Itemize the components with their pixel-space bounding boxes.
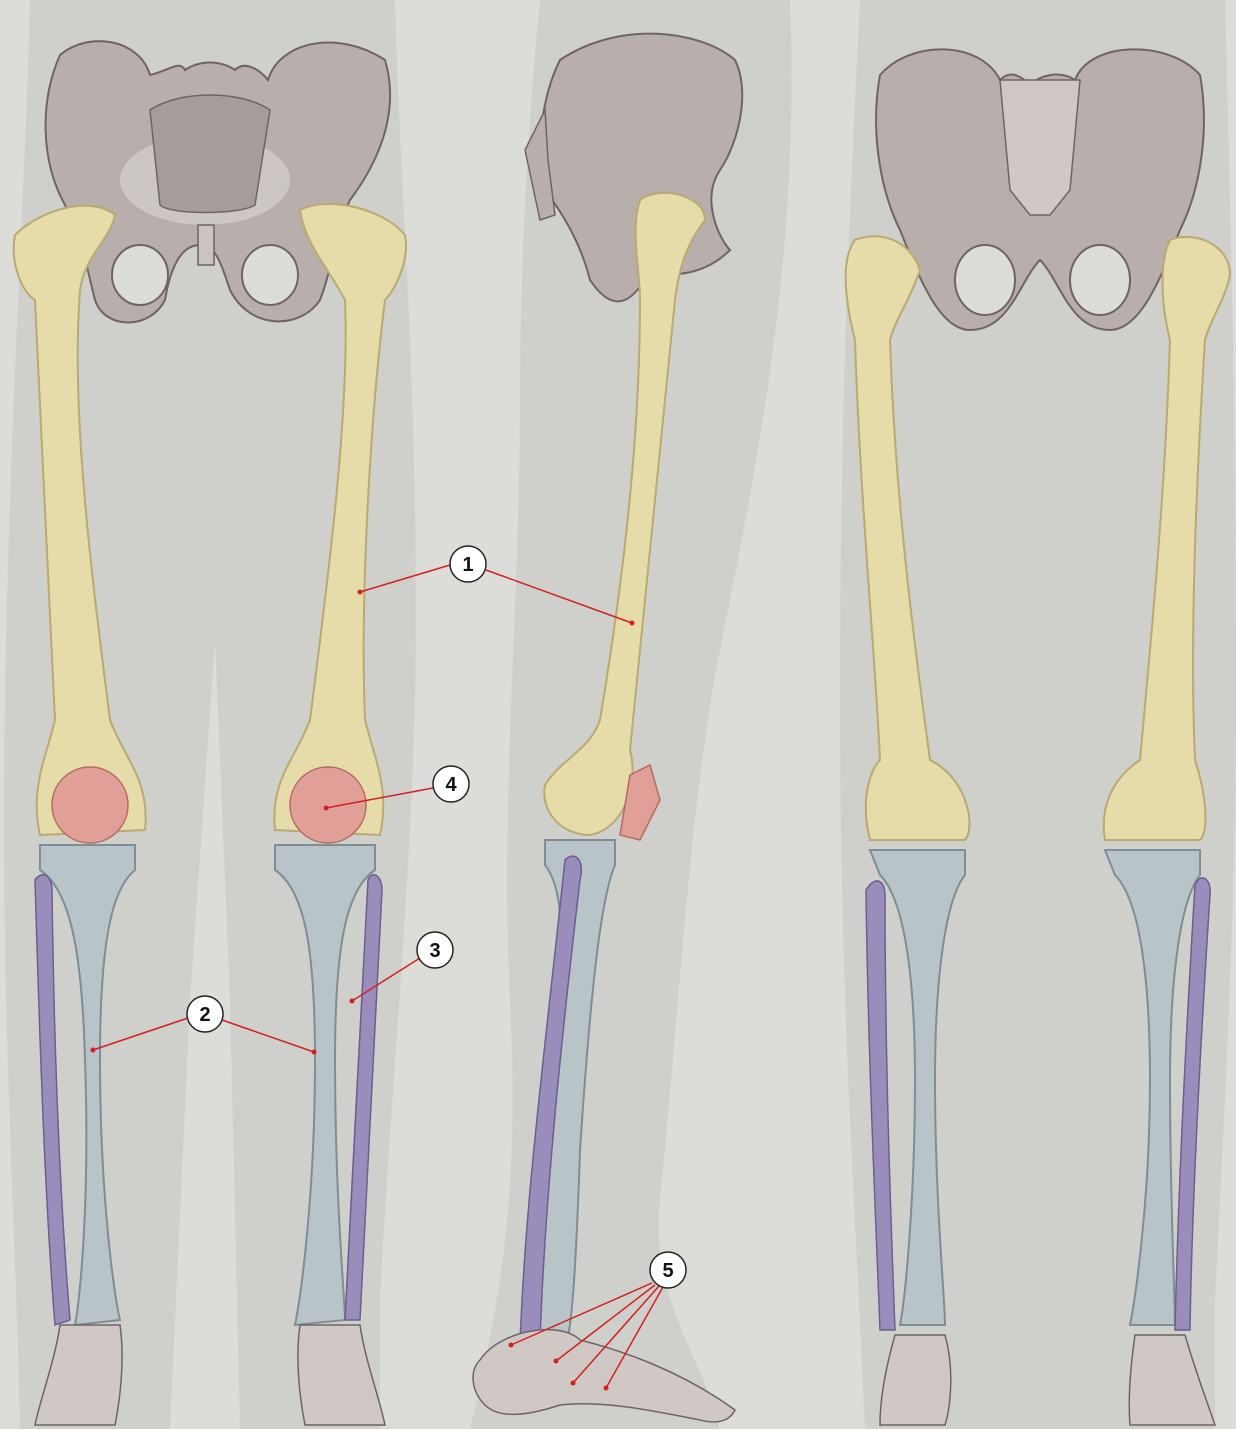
obturator-posterior-right (1070, 245, 1130, 315)
obturator-foramen-right (242, 245, 298, 305)
leader-dot (324, 806, 329, 811)
obturator-foramen-left (112, 245, 168, 305)
callout-marker-3: 3 (417, 932, 453, 968)
callout-label-3: 3 (429, 940, 440, 962)
leader-dot (571, 1381, 576, 1386)
leader-dot (91, 1048, 96, 1053)
leader-dot (604, 1386, 609, 1391)
callout-label-4: 4 (445, 774, 457, 796)
callout-label-1: 1 (462, 554, 473, 576)
pubic-symphysis (198, 225, 214, 265)
callout-marker-4: 4 (433, 766, 469, 802)
patella-anterior-left (52, 767, 128, 843)
callout-marker-2: 2 (187, 996, 223, 1032)
patella-anterior-right (290, 767, 366, 843)
callout-label-5: 5 (662, 1260, 673, 1282)
foot-posterior-left (880, 1335, 951, 1425)
callout-marker-5: 5 (650, 1252, 686, 1288)
leader-dot (358, 590, 363, 595)
leader-dot (509, 1343, 514, 1348)
leader-dot (312, 1050, 317, 1055)
leader-dot (630, 621, 635, 626)
callout-label-2: 2 (199, 1004, 210, 1026)
callout-marker-1: 1 (450, 546, 486, 582)
obturator-posterior-left (955, 245, 1015, 315)
leader-dot (350, 999, 355, 1004)
sacrum-anterior (150, 95, 270, 213)
leader-dot (554, 1359, 559, 1364)
